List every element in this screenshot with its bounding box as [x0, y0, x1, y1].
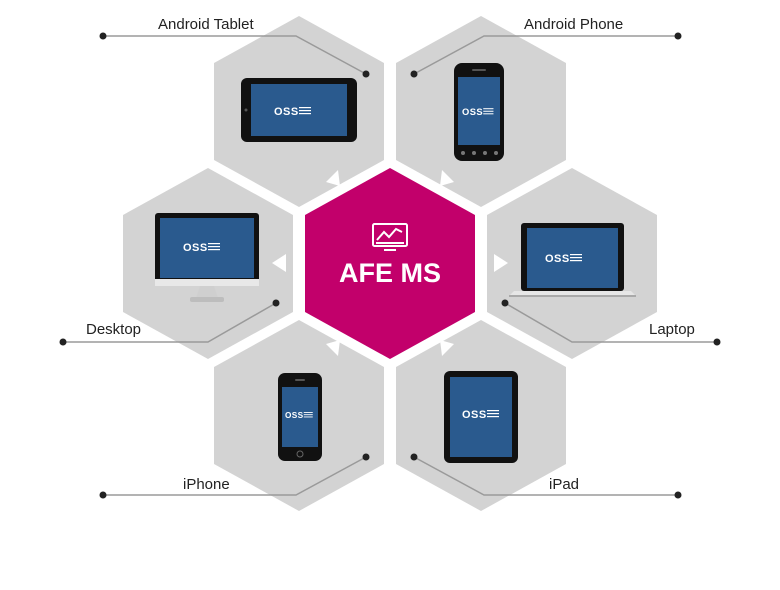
leader-dots	[59, 32, 721, 499]
laptop-icon	[509, 223, 636, 297]
arrow-laptop	[494, 254, 508, 272]
label-android-phone: Android Phone	[524, 16, 624, 33]
leader-ipad	[413, 456, 678, 496]
arrow-ipad	[440, 340, 454, 356]
desktop-monitor-icon	[155, 213, 259, 302]
arrow-android-phone	[440, 170, 454, 186]
center-hexagon	[305, 168, 475, 359]
leader-android-tablet	[103, 35, 367, 75]
android-tablet-icon	[241, 78, 357, 142]
label-laptop: Laptop	[649, 321, 695, 338]
connector-arrows	[272, 170, 508, 356]
label-ipad: iPad	[549, 476, 580, 493]
leader-iphone	[103, 456, 367, 496]
iphone-icon	[278, 373, 322, 461]
arrow-android-tablet	[326, 170, 340, 186]
monitor-chart-icon	[372, 223, 408, 251]
arrow-iphone	[326, 340, 340, 356]
label-android-tablet: Android Tablet	[158, 16, 254, 33]
label-iphone: iPhone	[183, 476, 230, 493]
label-desktop: Desktop	[86, 321, 142, 338]
android-phone-icon	[454, 63, 504, 161]
leader-lines	[63, 35, 717, 496]
leader-android-phone	[413, 35, 678, 75]
leader-desktop	[63, 302, 277, 343]
ipad-icon	[444, 371, 518, 463]
arrow-desktop	[272, 254, 286, 272]
leader-laptop	[504, 302, 717, 343]
center-title: AFE MS	[338, 258, 441, 288]
